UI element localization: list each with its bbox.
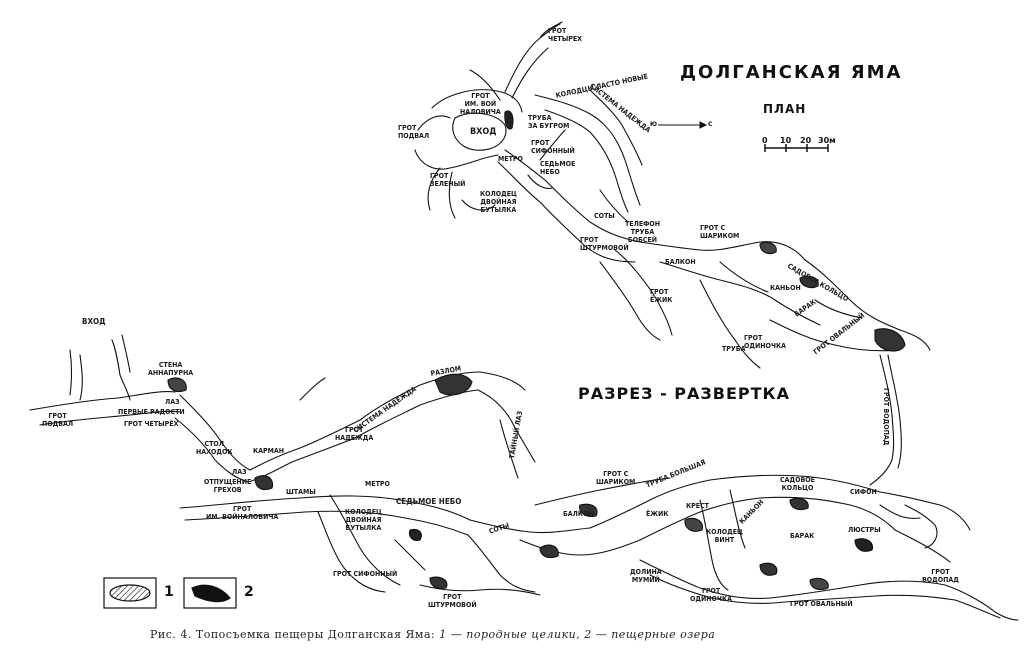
legend-label-1: 1 (164, 584, 174, 600)
section-label-stena: СТЕНА АННАПУРНА (148, 361, 194, 377)
section-label-shturmovoy: ГРОТ ШТУРМОВОЙ (428, 593, 477, 609)
section-label-lyustry: ЛЮСТРЫ (848, 526, 881, 534)
legend-box-2 (183, 577, 237, 609)
section-view (29, 334, 1019, 621)
plan-entrance-outline (452, 112, 507, 151)
section-label-dolina: ДОЛИНА МУМИЙ (630, 568, 662, 584)
section-label-metro: МЕТРО (365, 480, 390, 488)
plan-subtitle: ПЛАН (763, 102, 807, 116)
section-label-sifonny: ГРОТ СИФОННЫЙ (333, 570, 398, 578)
plan-label-kanyon: КАНЬОН (770, 284, 801, 292)
caption-t1: — породные целики, (446, 628, 585, 641)
plan-label-podval: ГРОТ ПОДВАЛ (398, 124, 430, 140)
scale-tick-30: 30м (818, 136, 836, 145)
legend-lake-symbol (191, 584, 231, 603)
section-label-vodopad: ГРОТ ВОДОПАД (922, 568, 959, 584)
section-title: РАЗРЕЗ - РАЗВЕРТКА (578, 384, 790, 403)
section-label-vkhod: ВХОД (82, 317, 106, 326)
section-entrance-shaft (111, 339, 131, 401)
caption-n2: 2 (584, 628, 592, 641)
scale-tick-0: 0 (762, 136, 768, 145)
figure-caption: Рис. 4. Топосъемка пещеры Долганская Яма… (150, 628, 715, 641)
plan-label-sifonny: ГРОТ СИФОННЫЙ (531, 139, 575, 155)
section-label-ovalny: ГРОТ ОВАЛЬНЫЙ (790, 600, 853, 608)
legend-box-1 (103, 577, 157, 609)
compass-north-label: С (708, 121, 713, 128)
plan-label-kolodets: КОЛОДЕЦ ДВОЙНАЯ БУТЫЛКА (480, 190, 517, 214)
scale-tick-20: 20 (800, 136, 812, 145)
plan-title: ДОЛГАНСКАЯ ЯМА (680, 62, 903, 83)
plan-label-zeleny: ГРОТ ЗЕЛЕНЫЙ (430, 172, 466, 188)
section-label-krest: КРЕСТ (686, 502, 709, 510)
section-label-chetyrekh: ГРОТ ЧЕТЫРЁХ (124, 420, 179, 428)
legend-label-2: 2 (244, 584, 254, 600)
section-label-kolodets: КОЛОДЕЦ ДВОЙНАЯ БУТЫЛКА (345, 508, 382, 532)
compass-south-label: Ю (650, 121, 658, 128)
plan-label-truba-za-bugrom: ТРУБА ЗА БУГРОМ (528, 114, 570, 130)
section-label-sadovoe: САДОВОЕ КОЛЬЦО (780, 476, 815, 492)
section-label-nadezhda: ГРОТ НАДЕЖДА (335, 426, 374, 442)
plan-label-balkon: БАЛКОН (665, 258, 696, 266)
section-label-otpushch: ОТПУЩЕНИЕ ГРЕХОВ (204, 478, 252, 494)
plan-compass (658, 121, 708, 129)
section-label-laz: ЛАЗ (165, 398, 180, 406)
caption-t2: — пещерные озера (591, 628, 716, 641)
plan-label-sharikom: ГРОТ С ШАРИКОМ (700, 224, 740, 240)
plan-label-ezhik: ГРОТ ЁЖИК (650, 288, 673, 304)
plan-scale-bar (764, 144, 829, 152)
section-label-barak: БАРАК (790, 532, 815, 540)
section-label-stol: СТОЛ НАХОДОК (196, 440, 233, 456)
plan-label-im-voy: ГРОТ ИМ. ВОЙ НАЛОВИЧА (460, 92, 501, 116)
section-label-shtamy: ШТАМЫ (286, 488, 316, 496)
plan-label-soty: СОТЫ (594, 212, 615, 220)
plan-label-telefon: ТЕЛЕФОН ТРУБА БОБСЕЙ (625, 220, 660, 244)
section-label-kolodets-vint: КОЛОДЕЦ ВИНТ (706, 528, 743, 544)
plan-label-chetyrekh: ГРОТ ЧЕТЫРЕХ (548, 27, 582, 43)
plan-label-odinochka: ГРОТ ОДИНОЧКА (744, 334, 786, 350)
section-label-pervye: ПЕРВЫЕ РАДОСТИ (118, 408, 185, 416)
section-label-laz2: ЛАЗ (232, 468, 247, 476)
section-label-odinochka: ГРОТ ОДИНОЧКА (690, 587, 732, 603)
section-label-sharikom: ГРОТ С ШАРИКОМ (596, 470, 636, 486)
legend (103, 577, 237, 609)
section-label-sifon: СИФОН (850, 488, 877, 496)
legend-pillar-symbol (109, 584, 151, 602)
plan-label-sedmoe: СЕДЬМОЕ НЕБО (540, 160, 576, 176)
plan-label-vkhod: ВХОД (470, 127, 497, 137)
caption-n1: 1 (439, 628, 447, 641)
section-label-im-voy: ГРОТ ИМ. ВОЙНАЛОВИЧА (206, 505, 279, 521)
plan-view (414, 21, 931, 486)
scale-tick-10: 10 (780, 136, 792, 145)
plan-label-truba: ТРУБА (722, 345, 746, 353)
plan-label-metro: МЕТРО (498, 155, 523, 163)
section-label-sedmoe: СЕДЬМОЕ НЕБО (396, 497, 462, 506)
caption-prefix: Рис. 4. Топосъемка пещеры Долганская Яма… (150, 628, 440, 641)
section-label-balkon: БАЛКОН (563, 510, 594, 518)
section-label-ezhik: ЁЖИК (646, 510, 669, 518)
section-label-karman: КАРМАН (253, 447, 285, 455)
plan-label-vodopad: ГРОТ ВОДОПАД (882, 388, 890, 446)
plan-label-shturmovoy: ГРОТ ШТУРМОВОЙ (580, 236, 629, 252)
section-label-podval: ГРОТ ПОДВАЛ (42, 412, 74, 428)
